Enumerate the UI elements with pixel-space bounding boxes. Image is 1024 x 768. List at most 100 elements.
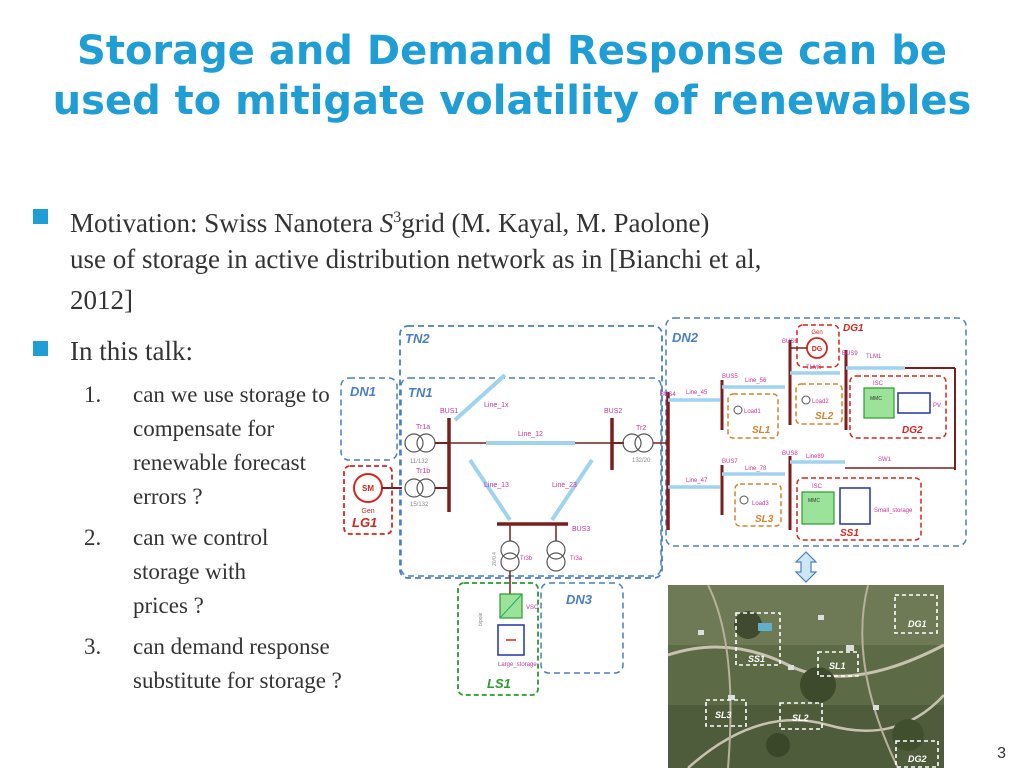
- mmc-label: MMC: [808, 498, 820, 504]
- ls1-label: LS1: [487, 676, 511, 691]
- transformer-icon: [634, 433, 654, 453]
- transformer-icon: [500, 552, 520, 572]
- title-line-1: Storage and Demand Response can be: [77, 28, 947, 74]
- load-icon: [801, 395, 811, 405]
- tr1b-label: Tr1b: [416, 468, 430, 475]
- talk-item-line: storage with: [133, 559, 247, 584]
- sl1-region: [727, 393, 779, 439]
- line-12-label: Line_12: [518, 431, 543, 438]
- motivation-math: S: [379, 208, 394, 238]
- photo-box-sl1: [817, 651, 859, 677]
- sl3-label: SL3: [755, 514, 774, 525]
- motivation-sup: 3: [393, 209, 402, 226]
- vsc-label: VSC: [526, 605, 539, 611]
- talk-item-line: compensate for: [133, 416, 275, 441]
- talk-item-number: 3.: [84, 634, 102, 659]
- dg2-region: [849, 375, 947, 439]
- photo-label: SL3: [715, 710, 732, 720]
- photo-label: DG1: [908, 619, 927, 629]
- motivation-bullet: Motivation: Swiss Nanotera S3grid (M. Ka…: [70, 200, 709, 241]
- line-23: [550, 458, 594, 522]
- motivation-prefix: Motivation: Swiss Nanotera: [70, 208, 380, 238]
- talk-item-line: can we control: [133, 525, 269, 550]
- dn1-region: [340, 377, 398, 461]
- photo-label: SL1: [829, 661, 846, 671]
- load3-label: Load3: [752, 501, 769, 507]
- photo-box-ss1: [735, 612, 781, 666]
- bus4-label: BUS4: [660, 392, 676, 398]
- talk-item-line: can we use storage to: [133, 382, 330, 407]
- line-78-label: Line_78: [745, 466, 767, 472]
- talk-bullet: In this talk:: [70, 336, 193, 366]
- load-icon: [739, 495, 749, 505]
- lg1-region: [343, 465, 393, 535]
- bus9-label: BUS9: [842, 351, 858, 357]
- bus5-label: BUS5: [722, 374, 738, 380]
- talk-item-line: renewable forecast: [133, 450, 307, 475]
- talk-item-line: substitute for storage ?: [133, 668, 342, 693]
- tr3a-label: Tr3a: [570, 556, 583, 562]
- tlm1-label: TLM1: [866, 354, 882, 360]
- ratio-label: 15/132: [410, 502, 429, 508]
- ss1-region: [796, 477, 922, 541]
- bus7-label: BUS7: [722, 459, 738, 465]
- photo-box-dg2: [895, 740, 939, 768]
- talk-item-line: prices ?: [133, 593, 204, 618]
- small-storage-label: Small_storage: [874, 508, 913, 514]
- slide-title: Storage and Demand Response can be used …: [0, 26, 1024, 126]
- tn1-label: TN1: [408, 385, 433, 400]
- isc-label: ISC: [812, 484, 823, 490]
- gen-label: Gen: [811, 330, 822, 336]
- bus3-label: BUS3: [572, 526, 590, 533]
- lg1-label: LG1: [352, 515, 377, 530]
- mmc-converter-icon: [801, 491, 835, 525]
- bipole-label: bipole: [478, 612, 484, 626]
- transformer-icon: [416, 478, 436, 498]
- photo-label: DG2: [908, 754, 927, 764]
- tr2-label: Tr2: [636, 425, 646, 432]
- transformer-icon: [546, 540, 566, 560]
- motivation-line-3: 2012]: [70, 285, 133, 315]
- title-line-2: used to mitigate volatility of renewable…: [52, 78, 972, 124]
- ratio-label: 11/132: [410, 459, 429, 465]
- talk-item-number: 1.: [84, 382, 102, 407]
- pv-icon: [897, 392, 931, 414]
- sl2-region: [795, 383, 843, 425]
- storage-icon: [497, 624, 525, 656]
- transformer-icon: [416, 433, 436, 453]
- mmc-converter-icon: [863, 387, 895, 419]
- transformer-icon: [546, 552, 566, 572]
- ratio-label: 132/20: [632, 458, 651, 464]
- page-number: 3: [997, 745, 1006, 762]
- double-arrow-icon: [794, 551, 818, 583]
- sl3-region: [734, 483, 782, 527]
- bullet-marker: [33, 341, 48, 356]
- sl2-label: SL2: [815, 411, 834, 422]
- gen-label: Gen: [361, 508, 374, 515]
- load1-label: Load1: [744, 409, 761, 415]
- aerial-photo: DG1 SS1 SL1 SL3 SL2 DG2: [668, 585, 944, 768]
- sl1-label: SL1: [752, 425, 771, 436]
- talk-item-number: 2.: [84, 525, 102, 550]
- isc-label: ISC: [873, 381, 884, 387]
- line-1x: [453, 373, 507, 422]
- motivation-suffix: grid (M. Kayal, M. Paolone): [401, 208, 710, 238]
- photo-box-dg1: [894, 594, 938, 634]
- tr1a-label: Tr1a: [416, 424, 430, 431]
- tn2-label: TN2: [405, 331, 430, 346]
- bus8-label: BUS8: [782, 451, 798, 457]
- sm-label: SM: [362, 484, 374, 493]
- dn2-region: [665, 317, 967, 547]
- line-47-label: Line_47: [686, 478, 708, 484]
- transformer-icon: [500, 540, 520, 560]
- dg1-region: [796, 324, 840, 368]
- transformer-icon: [622, 433, 642, 453]
- tlm6-label: TLM6: [806, 365, 822, 371]
- line-1x-label: Line_1x: [484, 402, 509, 409]
- dg-label: DG: [812, 346, 823, 353]
- bus6-label: BUS6: [782, 339, 798, 345]
- bullet-marker: [33, 209, 48, 224]
- talk-item-line: errors ?: [133, 484, 203, 509]
- dn1-label: DN1: [350, 384, 376, 399]
